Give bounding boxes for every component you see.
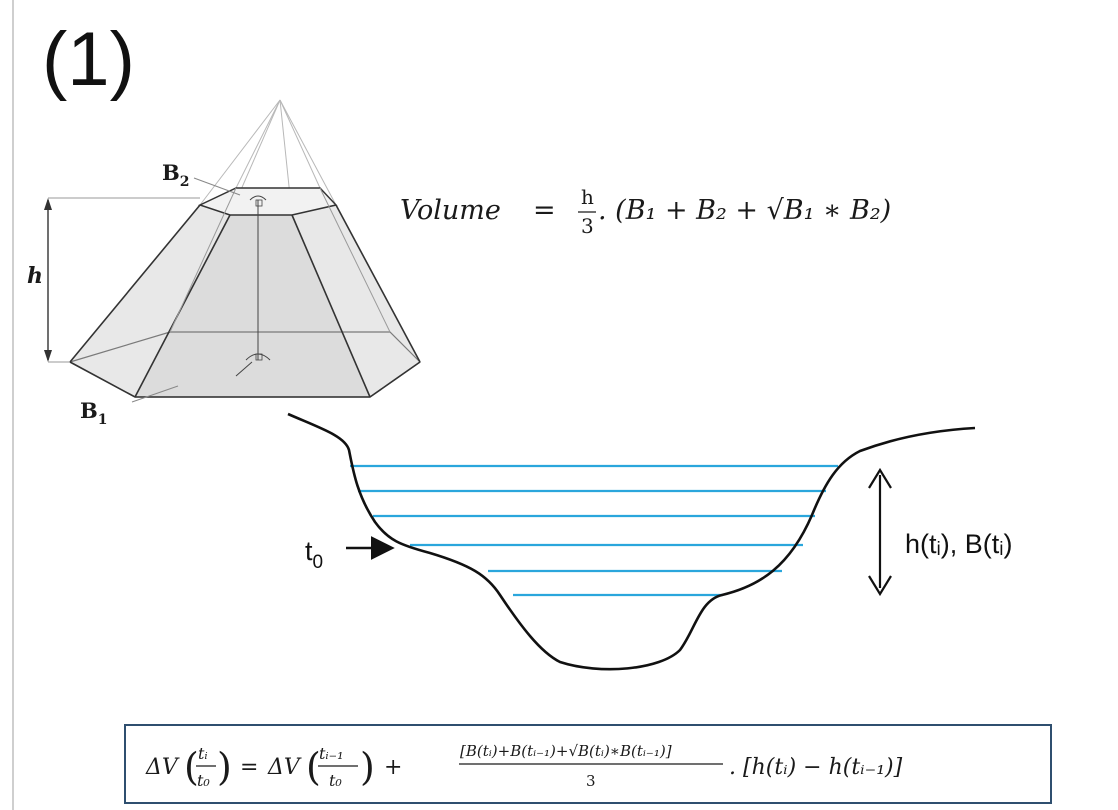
svg-text:B1: B1: [80, 398, 108, 428]
plus-sign: +: [384, 755, 402, 780]
volume-rhs: . (B₁ + B₂ + √B₁ ∗ B₂): [598, 195, 891, 226]
svg-text:(: (: [306, 745, 321, 789]
bottom-base-label: B: [80, 398, 98, 423]
eq-sign: =: [240, 755, 258, 780]
lhs-num: tᵢ: [198, 744, 208, 763]
bottom-base-sub: 1: [98, 412, 108, 428]
channel-bed: [287, 412, 976, 671]
prev-delta: ΔV: [267, 755, 302, 780]
dimension-label: h(tᵢ), B(tᵢ): [905, 529, 1013, 559]
svg-text:(: (: [184, 745, 199, 789]
prev-den: t₀: [329, 771, 342, 790]
page-edge-line: [12, 0, 14, 810]
volume-formula: Volume = h 3 . (B₁ + B₂ + √B₁ ∗ B₂): [400, 185, 891, 238]
top-base-label: B: [162, 160, 180, 185]
channel-section: t0 h(tᵢ), B(tᵢ): [287, 412, 1013, 671]
prev-num: tᵢ₋₁: [319, 744, 344, 763]
lhs-delta: ΔV: [145, 755, 180, 780]
volume-lhs: Volume: [400, 195, 501, 226]
lhs-den: t₀: [197, 771, 210, 790]
volume-equals: =: [533, 195, 556, 226]
frac-den: 3: [586, 772, 596, 790]
svg-text:): ): [217, 745, 232, 789]
top-base-sub: 2: [180, 174, 190, 190]
panel-label: (1): [42, 17, 135, 102]
start-time-sub: 0: [313, 552, 324, 573]
start-time-label: t: [305, 536, 313, 566]
svg-text:): ): [360, 745, 375, 789]
tail-term: . [h(tᵢ) − h(tᵢ₋₁)]: [729, 755, 903, 780]
height-label: h: [27, 263, 43, 289]
apex-construction-lines: [199, 99, 337, 216]
incremental-formula-box: ΔV ( tᵢ t₀ ) = ΔV ( tᵢ₋₁ t₀ ) + [B(tᵢ)+B…: [124, 724, 1052, 804]
water-levels: [350, 464, 838, 597]
volume-frac-num: h: [581, 185, 594, 209]
frustum-figure: B2 B1 h: [27, 99, 421, 428]
volume-frac-den: 3: [581, 214, 594, 238]
svg-text:B2: B2: [162, 160, 190, 190]
svg-text:t0: t0: [305, 536, 323, 573]
frac-num: [B(tᵢ)+B(tᵢ₋₁)+√B(tᵢ)∗B(tᵢ₋₁)]: [460, 742, 672, 760]
